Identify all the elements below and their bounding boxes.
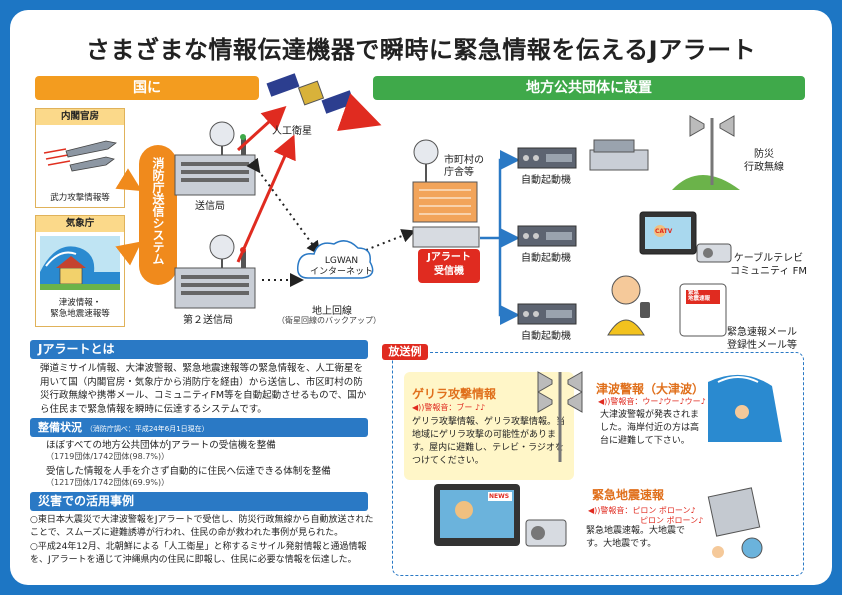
broadcast-label: 放送例 — [382, 344, 428, 360]
loudspeaker-tower-icon — [672, 115, 740, 190]
autostart-device-1 — [517, 147, 577, 169]
cases-heading: 災害での活用事例 — [30, 492, 368, 511]
tsunami-house-icon — [40, 236, 120, 290]
autostart-label-3: 自動起動機 — [521, 331, 571, 342]
dotted-link-3 — [365, 229, 416, 251]
earthquake-scene-icon — [707, 487, 763, 559]
arrow-cabinet — [115, 168, 143, 192]
ground-line-note: （衛星回線のバックアップ） — [277, 316, 381, 325]
quake-text: 緊急地震速報。大地震です。大地震です。 — [586, 526, 686, 549]
guerrilla-text: ゲリラ攻撃情報、ゲリラ攻撃情報。当地域にゲリラ攻撃の可能性があります。屋内に避難… — [412, 417, 566, 466]
about-heading: Jアラートとは — [30, 340, 368, 359]
local-band: 地方公共団体に設置 — [373, 76, 805, 100]
dotted-link-1 — [246, 157, 321, 256]
uplink-arrow-1 — [236, 105, 287, 152]
city-hall-icon — [412, 139, 480, 248]
downlink-arrow — [337, 93, 382, 131]
transmitter-station-1 — [174, 121, 256, 196]
jma-caption: 津波情報・ 緊急地震速報等 — [50, 298, 110, 319]
city-hall-label: 市町村の 庁舎等 — [444, 155, 484, 178]
output-label-3: 緊急速報メール 登録性メール等 — [727, 327, 797, 351]
transmitter-station-2 — [174, 234, 256, 309]
status-heading-text: 整備状況 — [38, 421, 82, 434]
radio-console-icon — [589, 139, 649, 171]
station2-label: 第２送信局 — [183, 315, 233, 326]
radio-icon — [696, 243, 732, 263]
news-tv-icon — [434, 484, 520, 546]
mail-screen-icon — [679, 283, 727, 337]
person-phone-icon — [607, 275, 650, 336]
news-screen-text: NEWS — [489, 493, 510, 500]
arrow-jma — [115, 241, 142, 266]
missile-icon — [43, 140, 117, 172]
tv-icon — [639, 211, 697, 255]
jma-header: 気象庁 — [36, 216, 124, 232]
tsunami-alarm: ◀))警報音：ウー♪ウー♪ウー♪ — [598, 397, 706, 406]
autostart-label-2: 自動起動機 — [521, 253, 571, 264]
page-title: さまざまな情報伝達機器で瞬時に緊急情報を伝えるJアラート — [85, 36, 757, 64]
satellite-icon — [266, 73, 355, 114]
cases-item-1: ○東日本大震災で大津波警報をJアラートで受信し、防災行政無線から自動放送されたこ… — [30, 515, 374, 538]
autostart-device-3 — [517, 303, 577, 325]
radio-set-icon — [525, 519, 567, 547]
tsunami-scene-icon — [708, 374, 782, 442]
station1-label: 送信局 — [195, 201, 225, 212]
guerrilla-title: ゲリラ攻撃情報 — [412, 387, 497, 401]
cabinet-caption: 武力攻撃情報等 — [50, 193, 110, 203]
status-heading: 整備状況 （消防庁調べ：平成24年6月1日現在） — [30, 418, 368, 437]
national-band: 国に — [35, 76, 259, 100]
flow-diagram — [115, 73, 740, 337]
about-body: 弾道ミサイル情報、大津波警報、緊急地震速報等の緊急情報を、人工衛星を用いて国（内… — [40, 363, 367, 415]
satellite-label: 人工衛星 — [272, 126, 312, 137]
cases-item-2: ○平成24年12月、北朝鮮による「人工衛星」と称するミサイル発射情報と通過情報を… — [30, 542, 367, 565]
branch-3 — [498, 238, 520, 325]
mail-screen-text: 緊急 地震速報 — [688, 290, 711, 302]
cabinet-header: 内閣官房 — [36, 109, 124, 125]
branch-1 — [480, 150, 520, 240]
speaker-pole-icon — [537, 371, 583, 462]
status-note: （消防庁調べ：平成24年6月1日現在） — [85, 425, 209, 433]
output-label-1: 防災 行政無線 — [744, 149, 784, 173]
quake-title: 緊急地震速報 — [592, 488, 665, 502]
receiver-badge: Jアラート 受信機 — [418, 249, 480, 283]
fdma-label: 消防庁送信システム — [151, 157, 165, 265]
quake-alarm-2: ピロン ポローン♪ — [640, 516, 704, 525]
catv-screen-text: CATV — [655, 228, 673, 235]
tsunami-text: 大津波警報が発表されました。海岸付近の方は高台に避難して下さい。 — [600, 410, 700, 446]
fdma-system: 消防庁送信システム — [139, 145, 177, 285]
status-item-1-sub: （1719団体/1742団体(98.7%)） — [46, 452, 170, 461]
quake-alarm-1: ◀))警報音：ピロン ポローン♪ — [588, 506, 696, 515]
status-item-1: ほぼすべての地方公共団体がJアラートの受信機を整備 — [46, 440, 276, 451]
cabinet-box: 内閣官房 武力攻撃情報等 — [35, 108, 125, 208]
ground-line-label: 地上回線 — [312, 306, 352, 317]
autostart-device-2 — [517, 225, 577, 247]
status-item-2: 受信した情報を人手を介さず自動的に住民へ伝達できる体制を整備 — [46, 466, 331, 477]
broadcast-illustrations — [434, 371, 782, 559]
jma-box: 気象庁 津波情報・ 緊急地震速報等 — [35, 215, 125, 327]
lgwan-label: LGWAN インターネット — [310, 256, 374, 277]
guerrilla-alarm: ◀))警報音：ブー ♪♪ — [412, 403, 486, 412]
lgwan-cloud — [296, 240, 374, 279]
autostart-label-1: 自動起動機 — [521, 175, 571, 186]
guerrilla-card — [404, 372, 574, 480]
tsunami-title: 津波警報（大津波） — [596, 382, 705, 396]
status-item-2-sub: （1217団体/1742団体(69.9%)） — [46, 478, 170, 487]
output-label-2: ケーブルテレビ コミュニティ FM — [730, 253, 807, 277]
